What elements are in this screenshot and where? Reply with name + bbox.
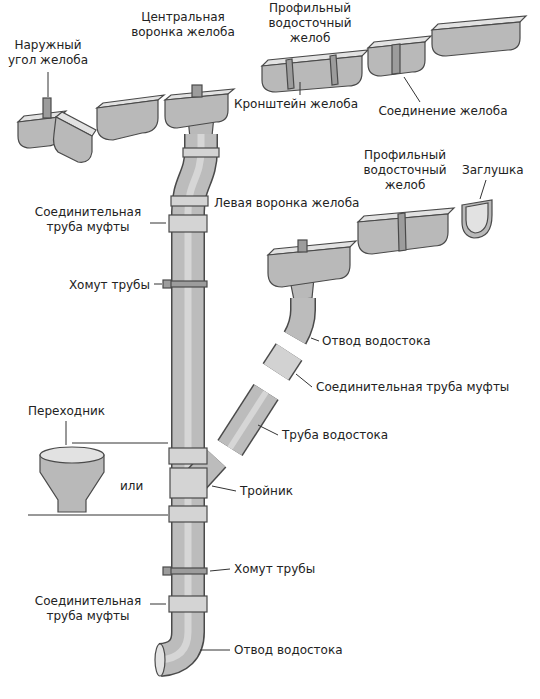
leader-line (480, 180, 486, 199)
pipe-sleeve (276, 352, 289, 372)
part-label: Соединительная труба муфты (29, 594, 147, 624)
part-label: Левая воронка желоба (214, 196, 359, 211)
part-label: Кронштейн желоба (234, 97, 358, 112)
central-funnel (192, 85, 202, 97)
part-label: Профильный водосточный желоб (359, 148, 451, 193)
part-label: Профильный водосточный желоб (264, 1, 356, 46)
gutter-segment (97, 100, 158, 140)
leader-line (404, 77, 420, 102)
profile-gutter (262, 50, 368, 92)
gutter-joint (368, 42, 425, 76)
pipe-sleeve (183, 148, 219, 157)
part-label: Соединительная труба муфты (29, 205, 147, 235)
part-label: Труба водостока (282, 428, 388, 443)
leader-line (200, 650, 230, 651)
profile-gutter (330, 55, 338, 85)
pipe-clamp (163, 280, 207, 575)
leader-line (300, 82, 301, 95)
end-cap (466, 203, 488, 233)
pipe-sleeve (169, 448, 207, 464)
guide-line (28, 443, 168, 515)
leader-line (258, 425, 278, 435)
profile-gutter (358, 214, 448, 254)
gutter-joint (392, 44, 400, 74)
pipe (230, 392, 266, 448)
part-label: Переходник (28, 404, 105, 419)
guide-line (72, 443, 168, 444)
pipe-clamp (163, 280, 171, 288)
central-funnel (165, 94, 228, 128)
leader-line (150, 604, 166, 605)
pipe-sleeve (169, 148, 219, 612)
pipe-clamp (169, 281, 207, 287)
left-funnel (268, 247, 350, 287)
guide-line (28, 515, 168, 516)
downpipe (155, 644, 165, 676)
pipe-clamp (169, 568, 207, 574)
downpipe (160, 134, 201, 660)
leader-line (154, 284, 162, 285)
part-label: Центральная воронка желоба (127, 10, 239, 40)
downpipe (160, 134, 201, 660)
part-label: Отвод водостока (322, 334, 431, 349)
part-label: Заглушка (462, 163, 524, 178)
left-funnel (268, 240, 356, 300)
profile-gutter (358, 208, 454, 254)
pipe-clamp (163, 567, 171, 575)
outer-corner-piece (43, 98, 51, 118)
adapter (40, 447, 104, 512)
leader-line (311, 338, 319, 341)
pipe-sleeve (169, 215, 207, 232)
downpipe (160, 134, 201, 660)
leader-line (150, 223, 166, 224)
part-label: Тройник (240, 484, 293, 499)
leader-line (210, 569, 230, 571)
part-label: или (120, 479, 143, 494)
part-label: Соединение желоба (378, 104, 507, 119)
leader-line (296, 374, 312, 387)
gutter-segment (432, 22, 520, 56)
pipe-sleeve (169, 596, 207, 612)
profile-gutter (286, 59, 294, 89)
pipe-sleeve (171, 196, 208, 206)
gutter-segment (97, 95, 164, 140)
outer-corner-piece (18, 98, 96, 162)
part-label: Хомут трубы (234, 562, 315, 577)
pipe-sleeve (276, 352, 289, 372)
central-funnel (165, 85, 234, 138)
pipe-sleeve (276, 352, 289, 372)
elbow (295, 298, 303, 338)
part-label: Наружный угол желоба (6, 38, 90, 68)
gutter-joint (368, 36, 431, 76)
profile-gutter (262, 56, 362, 92)
pipe (230, 392, 266, 448)
part-label: Хомут трубы (69, 278, 150, 293)
tee-fitting (170, 468, 207, 498)
part-label: Соединительная труба муфты (316, 380, 509, 395)
pipe (230, 392, 266, 448)
left-funnel (298, 240, 307, 252)
profile-gutter (398, 213, 406, 251)
pipe-sleeve (169, 506, 207, 522)
elbow (295, 298, 303, 338)
leader-line (212, 486, 236, 491)
adapter (40, 447, 104, 463)
leader-line (48, 72, 49, 97)
part-label: Отвод водостока (234, 643, 343, 658)
elbow (295, 298, 303, 338)
outer-corner-piece (54, 117, 93, 162)
pipe (230, 392, 266, 448)
leader-line (66, 421, 67, 445)
end-cap (462, 200, 492, 238)
end-cap (462, 200, 492, 238)
gutter-segment (432, 16, 526, 56)
leader-line (48, 72, 486, 650)
